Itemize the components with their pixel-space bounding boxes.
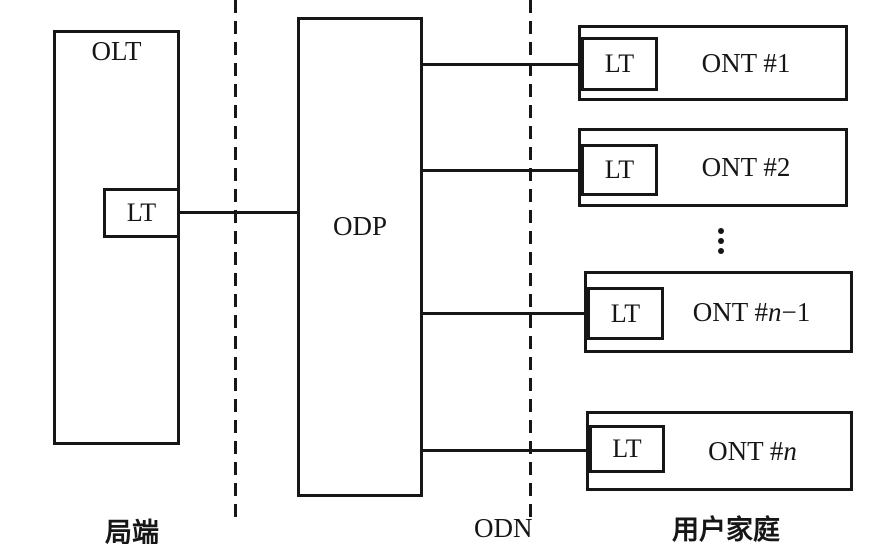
odp-label: ODP (332, 211, 387, 241)
zone-boundary-dashed-line-left (234, 0, 237, 520)
olt-lt-box: LT (103, 188, 180, 238)
ont1-name-prefix: ONT # (701, 47, 777, 78)
ont-box-1: LT ONT #1 (578, 25, 848, 101)
odp-ont1-line (420, 63, 583, 66)
olt-lt-label: LT (126, 198, 157, 227)
ont3-name-var: n (768, 296, 782, 327)
ont1-lt-label: LT (604, 49, 635, 78)
odp-ont3-line (420, 312, 589, 315)
ont4-name-var: n (783, 435, 797, 466)
ont3-name-prefix: ONT # (692, 296, 769, 327)
ont2-name-prefix: ONT # (701, 152, 777, 182)
ont2-lt-box: LT (581, 144, 658, 196)
ont2-label: ONT #2 (651, 131, 841, 204)
ont4-label: ONT #n (659, 414, 846, 488)
zone-label-central-office: 局端 (105, 518, 159, 544)
vertical-ellipsis-icon (718, 228, 724, 254)
ont3-label: ONT #n−1 (657, 274, 846, 350)
ont-box-3: LT ONT #n−1 (584, 271, 853, 353)
ont2-lt-label: LT (604, 155, 635, 184)
ont3-lt-box: LT (587, 287, 664, 340)
ont1-label: ONT #1 (651, 28, 841, 98)
ont3-name-suffix: −1 (781, 296, 811, 327)
olt-label: OLT (91, 36, 142, 66)
ont3-lt-label: LT (610, 298, 641, 328)
ont-box-2: LT ONT #2 (578, 128, 848, 207)
ont1-name-suffix: 1 (776, 47, 791, 78)
ont4-lt-label: LT (612, 434, 642, 463)
ont-box-4: LT ONT #n (586, 411, 853, 491)
zone-label-odn: ODN (474, 513, 533, 543)
odp-ont4-line (420, 449, 591, 452)
olt-odp-feeder-line (178, 211, 297, 214)
ont2-name-suffix: 2 (776, 152, 791, 182)
odp-box: ODP (297, 17, 423, 497)
zone-label-user-homes: 用户家庭 (672, 515, 780, 544)
ont1-lt-box: LT (581, 37, 658, 91)
odp-ont2-line (420, 169, 583, 172)
ont4-name-prefix: ONT # (708, 435, 784, 466)
zone-boundary-dashed-line-right (529, 0, 532, 519)
ont4-lt-box: LT (589, 425, 665, 473)
